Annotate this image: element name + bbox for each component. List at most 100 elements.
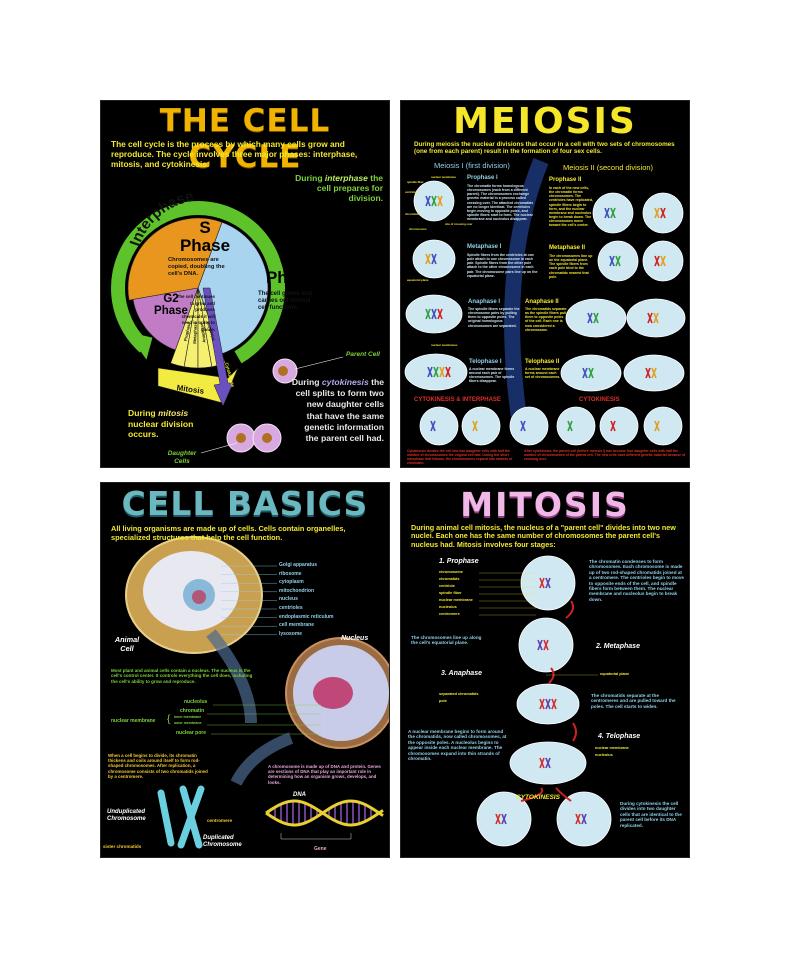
chromosome-mark (609, 255, 615, 267)
chromosome-mark (520, 420, 526, 432)
meiosis-footer-left: Cytokinesis divides the cell into two da… (407, 449, 513, 466)
arrow-to-chromosome-icon (230, 732, 294, 786)
chromosome-mark (660, 255, 666, 267)
telophase-nuclear-membrane-label: nuclear membrane (595, 746, 629, 750)
chromosome-mark (654, 420, 660, 432)
dna-strand (265, 799, 384, 827)
metaphase-1-heading: Metaphase I (467, 244, 502, 250)
centromere-label: centromere (207, 818, 233, 823)
g2-wedge (132, 287, 199, 351)
label-outer-membrane: outer membrane (174, 721, 202, 725)
telophase-nucleolus-label: nucleolus (595, 753, 613, 757)
prophase-label: chromosome (439, 569, 463, 574)
label-nuclear-membrane: nuclear membrane (431, 175, 456, 179)
organelle-label: lysosome (279, 630, 303, 637)
telophase-heading: 4. Telophase (598, 733, 641, 740)
label-nuclear-membranes: nuclear membranes (431, 343, 458, 347)
metaphase-2-heading: Metaphase II (549, 245, 586, 251)
chromosome-mark (615, 255, 621, 267)
chromatin-text: When a cell begins to divide, its chroma… (108, 753, 208, 779)
label-equatorial-plane: equatorial plane (407, 278, 429, 282)
label-chromosome: chromosome (409, 227, 427, 231)
prophase-1-heading: Prophase I (467, 175, 498, 181)
chromosome-mark (495, 813, 501, 825)
ring-arrowhead-icon (126, 331, 153, 360)
chromosome-mark (545, 577, 551, 589)
organelle-label: Golgi apparatus (279, 562, 318, 568)
chromosome-mark (593, 312, 599, 324)
label-chromatin: chromatin (180, 708, 205, 714)
equatorial-plane-label: equatorial plane (600, 672, 630, 676)
chromosome-mark (610, 207, 616, 219)
prophase-2-heading: Prophase II (549, 177, 582, 183)
chromosome-mark (587, 312, 593, 324)
cell-basics-title: CELL BASICS (121, 484, 369, 523)
metaphase-text: The chromosomes line up along the cell's… (411, 635, 482, 646)
prophase-heading: 1. Prophase (439, 558, 479, 565)
chromosome-mark (654, 255, 660, 267)
mitosis-stage-label: Prophase (183, 321, 192, 341)
cytokinesis-cell (419, 406, 459, 446)
mitosis-poster: MITOSIS During animal cell mitosis, the … (400, 482, 690, 858)
mitosis-note: During mitosis nuclear division occurs. (128, 408, 194, 440)
chromosome-mark (501, 813, 507, 825)
sister-chromatids-label: sister chromatids (103, 844, 142, 849)
mitosis-stage-label: Telophase (205, 320, 216, 342)
parent-cell-pointer (294, 356, 344, 370)
label-crossing-over: site of crossing over (445, 222, 473, 226)
chromosome-mark (588, 367, 594, 379)
chromosome-mark (431, 308, 437, 320)
chromosome-mark (543, 639, 549, 651)
cytokinesis-cell (461, 406, 501, 446)
chromosome-mark (653, 312, 659, 324)
meiosis-title: MEIOSIS (453, 101, 637, 142)
prophase-label: chromatids (439, 576, 460, 581)
pole-label: pole (439, 699, 447, 703)
chromosome-mark (581, 813, 587, 825)
anaphase-2-heading: Anaphase II (525, 299, 559, 305)
mitosis-stage-label: Metaphase (192, 321, 198, 343)
label-nuclear-membrane: nuclear membrane (111, 718, 156, 724)
metaphase-2-text: The chromosomes line up on the equatoria… (549, 254, 593, 279)
anaphase-1-heading: Anaphase I (468, 299, 501, 305)
arrow-to-nucleus-icon (206, 629, 257, 724)
g2-phase-text: The cell continues to grow and produces … (176, 294, 215, 333)
interphase-note: During interphase the cell prepares for … (295, 173, 383, 204)
chromosome-mark (472, 420, 478, 432)
cell-cycle-intro: The cell cycle is the process by which m… (111, 139, 358, 169)
cytokinesis-arrow-icon (202, 287, 234, 407)
unduplicated-chromosome-label: Unduplicated Chromosome (107, 809, 146, 823)
interphase-ring (111, 201, 285, 364)
daughter-cell-pointer (200, 442, 238, 454)
prophase-label: spindle fiber (439, 590, 462, 595)
cytokinesis-note: During cytokinesis the cell splits to fo… (291, 377, 384, 443)
telophase-2-heading: Telophase II (525, 359, 560, 365)
chromosome-mark (437, 195, 443, 207)
nucleolus-illustration (313, 677, 353, 709)
parent-cell-nucleus (278, 366, 288, 376)
cytokinesis-cell (599, 406, 639, 446)
dna-strand (265, 799, 384, 827)
prophase-1-text: The chromatin forms homologous chromosom… (467, 184, 534, 221)
chromosome-mark (545, 698, 551, 710)
meiosis-poster: MEIOSIS During meiosis the nuclear divis… (400, 100, 690, 468)
chromosome-mark (660, 207, 666, 219)
cell-basics-poster: CELL BASICS All living organisms are mad… (100, 482, 390, 858)
cytokinesis-cell (643, 406, 683, 446)
prophase-2-text: In each of the new cells, the chromatin … (549, 186, 593, 228)
chromosome-mark (539, 577, 545, 589)
prophase-label: nuclear membrane (439, 597, 473, 602)
metaphase-heading: 2. Metaphase (596, 643, 640, 650)
meiosis-footer-right: After cytokinesis, the parent cell (befo… (524, 449, 686, 462)
organelle-label: ribosome (279, 570, 302, 577)
chromosome-mark (582, 367, 588, 379)
organelle-label: cytoplasm (279, 579, 304, 586)
chromosome-mark (575, 813, 581, 825)
telophase-1-heading: Telophase I (469, 359, 502, 365)
chromosome-mark (431, 253, 437, 265)
stage-arrow-icon (565, 600, 575, 619)
chromosome-mark (551, 698, 557, 710)
s-phase-wedge (127, 217, 223, 301)
daughter-cell-nucleus (236, 433, 246, 443)
chromosome-mark (651, 367, 657, 379)
